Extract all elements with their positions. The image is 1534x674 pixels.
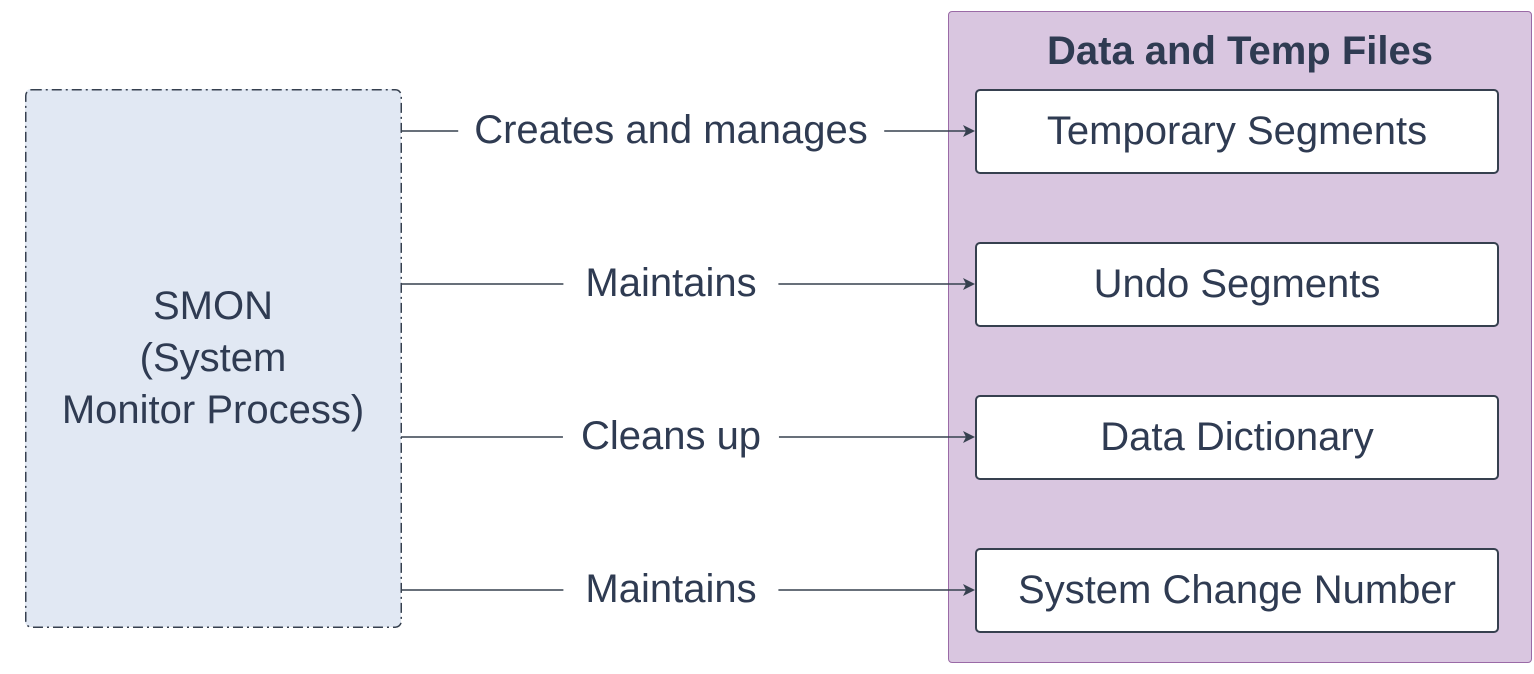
edge-label-4: Maintains bbox=[563, 564, 779, 614]
edge-label-1: Creates and manages bbox=[458, 105, 884, 155]
smon-label-line-2: (System bbox=[139, 336, 287, 380]
edge-label-3: Cleans up bbox=[562, 411, 780, 461]
system-change-number-node: System Change Number bbox=[975, 548, 1499, 633]
edge-label-2: Maintains bbox=[563, 258, 779, 308]
undo-segments-node: Undo Segments bbox=[975, 242, 1499, 327]
smon-node-label: SMON (System Monitor Process) bbox=[25, 89, 401, 627]
temporary-segments-node: Temporary Segments bbox=[975, 89, 1499, 174]
data-dictionary-node: Data Dictionary bbox=[975, 395, 1499, 480]
smon-node bbox=[25, 89, 401, 627]
smon-node-border bbox=[25, 89, 402, 628]
smon-label-line-1: SMON bbox=[153, 284, 273, 328]
smon-label-line-3: Monitor Process) bbox=[61, 388, 365, 432]
group-title: Data and Temp Files bbox=[1046, 29, 1433, 73]
